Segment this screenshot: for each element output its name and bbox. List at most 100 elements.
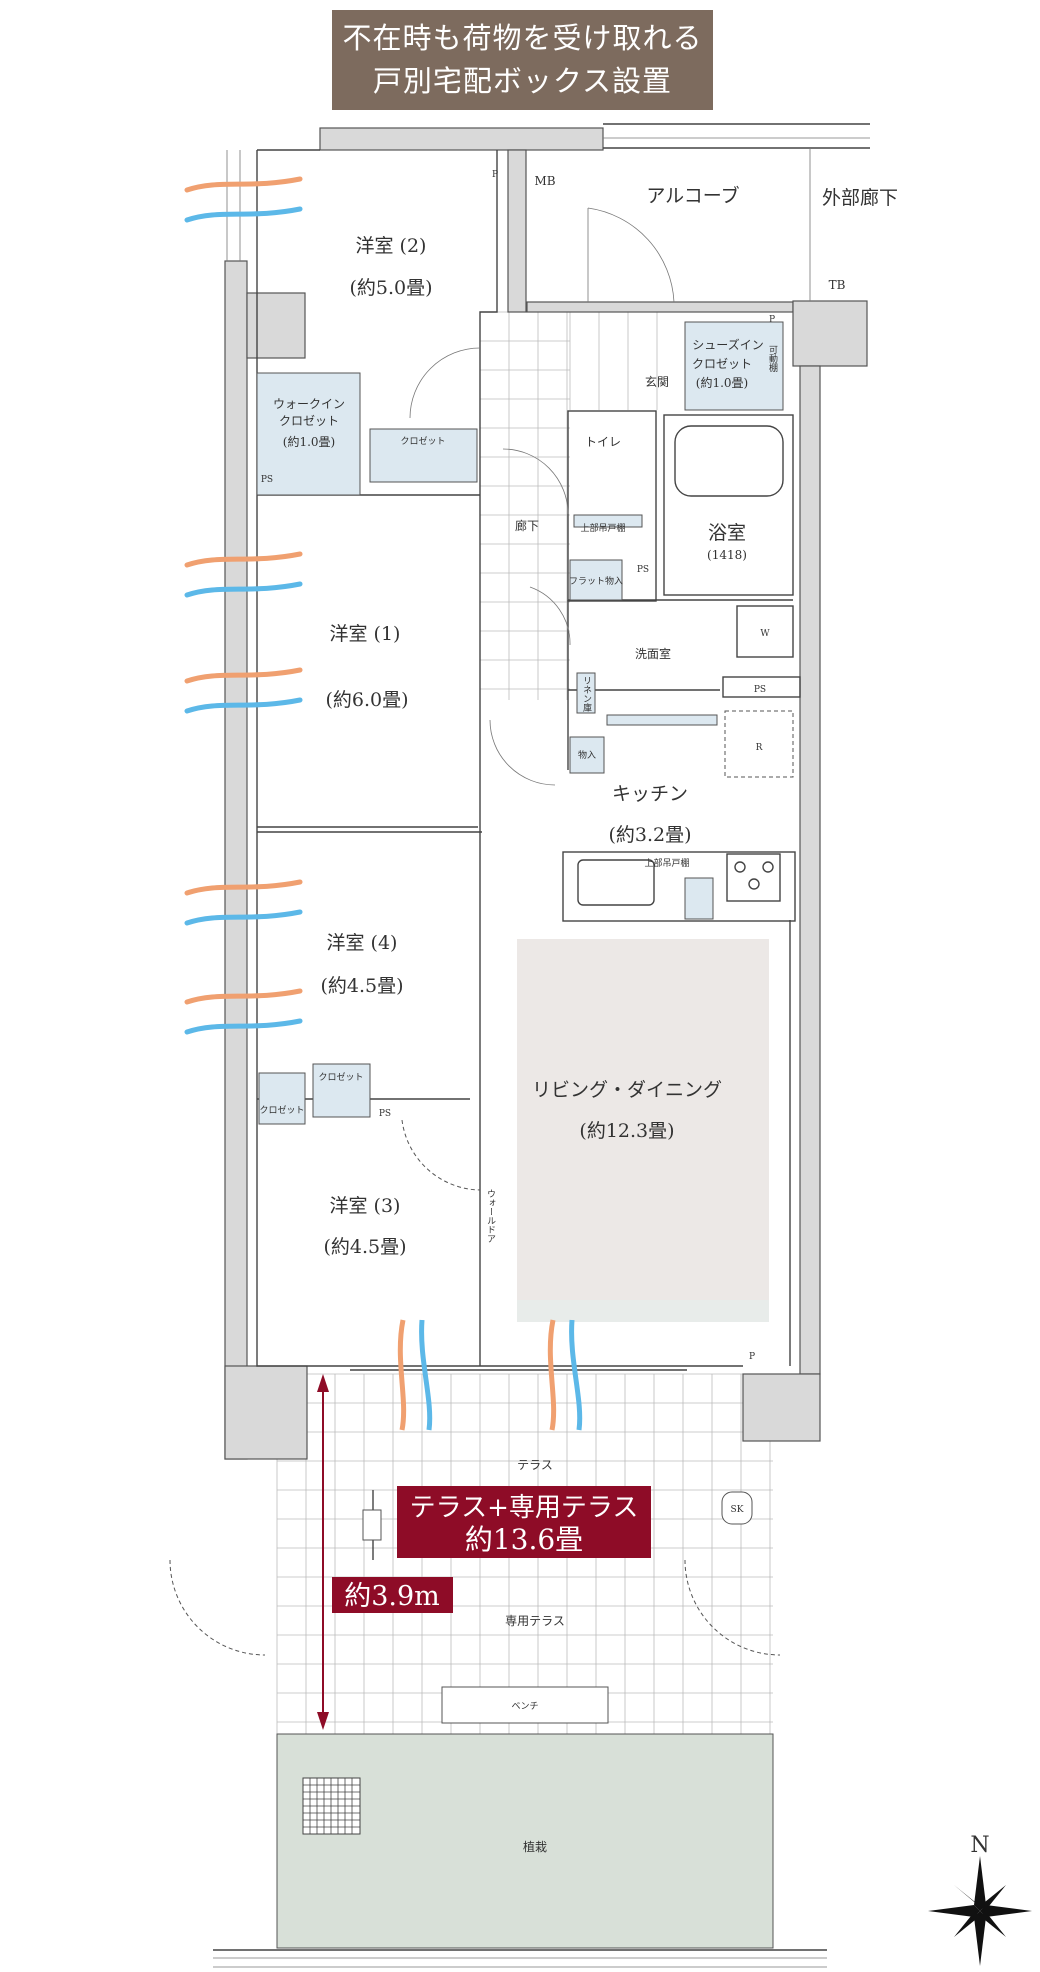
breeze-cool-icon <box>184 581 303 598</box>
wall <box>246 292 306 359</box>
closet-label: クロゼット <box>259 1104 304 1116</box>
door-swing <box>502 448 569 515</box>
terrace-area-badge <box>397 1486 651 1558</box>
room-bath-size: (1418) <box>707 548 747 562</box>
mb-label: MB <box>534 174 555 188</box>
shoes-label-1: シューズイン <box>692 337 763 352</box>
shoes-label-3: (約1.0畳) <box>696 375 748 390</box>
depth-badge-text: 約3.9m <box>344 1581 440 1612</box>
entrance-label: 玄関 <box>645 374 669 389</box>
banner-line-2: 戸別宅配ボックス設置 <box>372 64 673 98</box>
breeze-warm-icon <box>184 176 303 193</box>
door-swing <box>489 719 556 786</box>
closet-label: クロゼット <box>400 435 445 447</box>
upper-cabinet-label: 上部吊戸棚 <box>580 522 625 534</box>
wic-label-2: クロゼット <box>279 414 339 428</box>
washer-label: W <box>760 629 770 639</box>
kitchen-cabinet <box>684 877 714 920</box>
flat-storage-label: フラット物入 <box>569 575 623 587</box>
room-western3-size: (約4.5畳) <box>323 1236 406 1258</box>
wall <box>742 1373 821 1442</box>
ps-label: PS <box>637 565 649 575</box>
breeze-warm-icon <box>184 988 303 1005</box>
bathtub <box>674 425 784 497</box>
gate-swing <box>684 1559 781 1656</box>
shoes-closet <box>684 321 784 411</box>
shoes-label-2: クロゼット <box>692 357 752 371</box>
closet-room2 <box>369 428 478 483</box>
hallway-label: 廊下 <box>515 518 539 533</box>
room-kitchen-name: キッチン <box>612 783 688 805</box>
sk-box <box>721 1491 753 1525</box>
depth-badge <box>332 1577 453 1613</box>
drain-grate-grid <box>303 1778 360 1834</box>
ventilation-breezes <box>184 176 583 1431</box>
bath-room <box>663 414 794 596</box>
toilet-room <box>567 410 657 602</box>
breeze-warm-icon <box>184 667 303 684</box>
tb-label: TB <box>829 278 846 292</box>
sk-label: SK <box>731 1505 744 1515</box>
kitchen-upper-cabinet-label: 上部吊戸棚 <box>644 857 689 869</box>
wall-door-label: ウォールドア <box>485 1189 496 1243</box>
closet-label: クロゼット <box>318 1071 363 1083</box>
wall <box>319 127 604 151</box>
breeze-cool-icon <box>419 1319 433 1431</box>
north-label: N <box>970 1833 989 1858</box>
wall <box>224 260 248 1460</box>
breeze-warm-icon <box>397 1319 407 1431</box>
alcove-label: アルコーブ <box>646 184 739 207</box>
planting-label: 植栽 <box>523 1839 547 1854</box>
wall <box>526 301 794 313</box>
room-western1-size: (約6.0畳) <box>325 689 408 711</box>
fridge-space <box>724 710 794 778</box>
upper-cabinet <box>573 514 643 528</box>
storage-label: 物入 <box>578 749 596 761</box>
walk-in-closet <box>256 372 361 496</box>
room-living-name: リビング・ダイニング <box>532 1079 722 1101</box>
flat-storage <box>569 559 623 601</box>
faucet-box <box>362 1509 382 1541</box>
living-floor <box>517 939 769 1322</box>
breeze-warm-icon <box>184 551 303 568</box>
fridge-label: R <box>756 743 763 753</box>
door-swing <box>529 586 571 646</box>
linen-label: リネン庫 <box>581 676 592 713</box>
breeze-cool-icon <box>184 909 303 926</box>
breeze-warm-icon <box>184 879 303 896</box>
storage-box <box>569 736 605 774</box>
p-label: P <box>769 315 775 325</box>
ps-label: PS <box>379 1109 391 1119</box>
wall <box>799 365 821 1375</box>
gate-swing <box>169 1559 266 1656</box>
front-door-swing <box>587 207 675 303</box>
room-western2-size: (約5.0畳) <box>349 277 432 299</box>
planting-area <box>276 1733 774 1949</box>
living-floor-edge <box>517 1300 769 1322</box>
outer-corridor-label: 外部廊下 <box>822 187 898 209</box>
arrow-head-up <box>317 1374 329 1392</box>
washroom-label: 洗面室 <box>635 646 671 661</box>
wic-label-3: (約1.0畳) <box>283 434 335 449</box>
wall <box>792 300 868 367</box>
arrow-head-down <box>317 1712 329 1730</box>
vanity <box>606 714 718 726</box>
terrace-badge-line-2: 約13.6畳 <box>465 1523 583 1556</box>
outline <box>256 150 743 1367</box>
kitchen-counter <box>562 851 796 922</box>
room-western2-name: 洋室 (2) <box>356 235 427 257</box>
closet-room3 <box>258 1072 306 1125</box>
room-western4-name: 洋室 (4) <box>327 932 398 954</box>
bench <box>441 1686 609 1724</box>
kitchen-sink <box>577 859 655 906</box>
breeze-warm-icon <box>547 1319 557 1431</box>
burner-icon <box>748 878 760 890</box>
compass-icon <box>928 1856 1032 1966</box>
breeze-cool-icon <box>184 1018 303 1035</box>
room-western4-size: (約4.5畳) <box>320 975 403 997</box>
wall <box>507 149 527 313</box>
stove <box>726 853 781 902</box>
burner-icon <box>734 861 746 873</box>
hallway-wall <box>479 150 498 1366</box>
